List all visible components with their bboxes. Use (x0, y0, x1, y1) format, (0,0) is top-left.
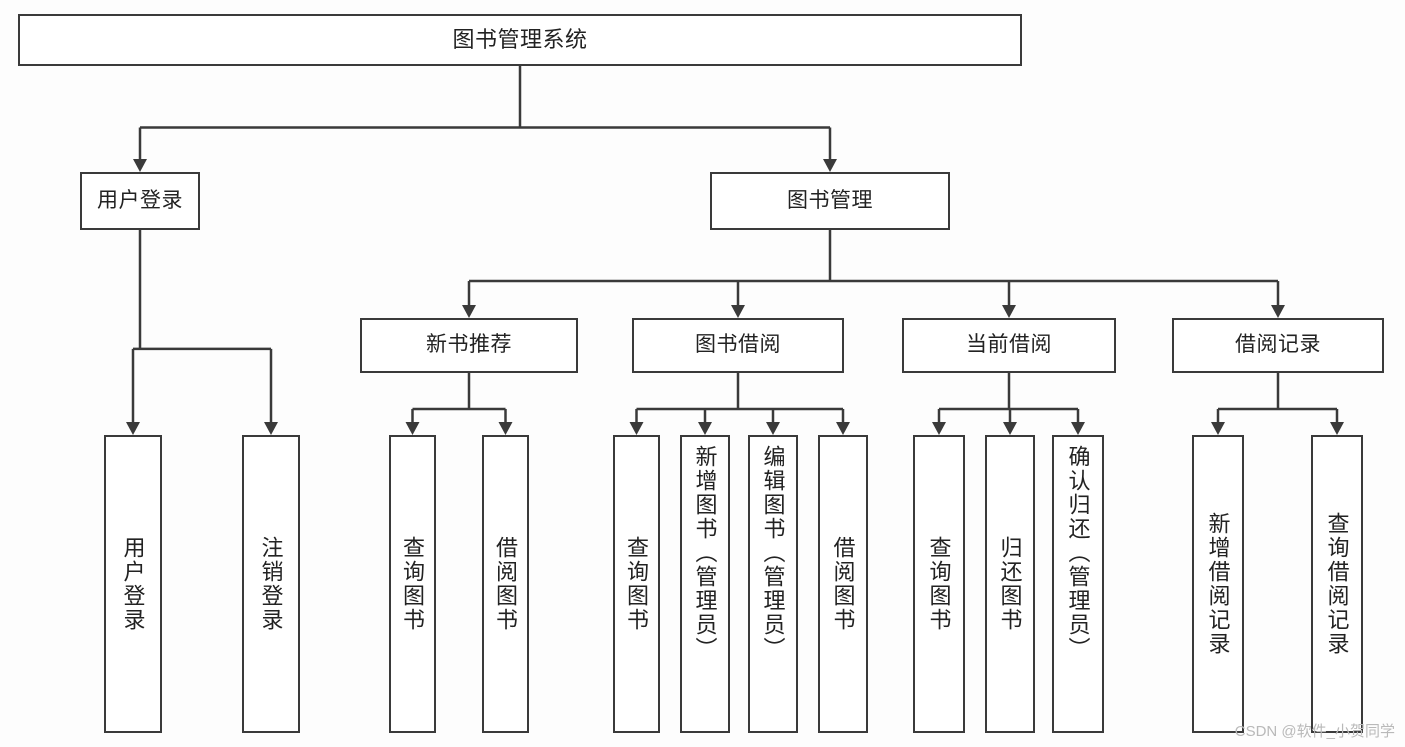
node-user-login[interactable]: 用户登录 (80, 172, 200, 230)
node-leaf-query-book-c[interactable]: 查询图书 (913, 435, 965, 733)
node-label: 查询图书 (926, 536, 952, 632)
node-label: 查询图书 (400, 536, 426, 632)
node-label: 图书管理 (787, 188, 873, 212)
node-label: 借阅图书 (830, 536, 856, 632)
node-label: 借阅图书 (493, 536, 519, 632)
node-label: 编辑图书（管理员） (760, 445, 786, 661)
node-leaf-query-book-b[interactable]: 查询图书 (613, 435, 660, 733)
node-label: 新增图书（管理员） (692, 445, 718, 661)
node-book-manage[interactable]: 图书管理 (710, 172, 950, 230)
node-label: 图书借阅 (695, 333, 781, 357)
node-book-borrow[interactable]: 图书借阅 (632, 318, 844, 373)
node-leaf-logout[interactable]: 注销登录 (242, 435, 300, 733)
node-leaf-edit-book[interactable]: 编辑图书（管理员） (748, 435, 798, 733)
node-leaf-user-login[interactable]: 用户登录 (104, 435, 162, 733)
node-label: 查询图书 (624, 536, 650, 632)
node-leaf-add-book[interactable]: 新增图书（管理员） (680, 435, 730, 733)
node-root[interactable]: 图书管理系统 (18, 14, 1022, 66)
node-leaf-confirm-return[interactable]: 确认归还（管理员） (1052, 435, 1104, 733)
node-label: 查询借阅记录 (1324, 512, 1350, 656)
node-leaf-borrow-book-b[interactable]: 借阅图书 (818, 435, 868, 733)
watermark: CSDN @软件_小贺同学 (1234, 723, 1395, 740)
node-leaf-query-record[interactable]: 查询借阅记录 (1311, 435, 1363, 733)
node-label: 注销登录 (258, 536, 284, 632)
node-borrow-record[interactable]: 借阅记录 (1172, 318, 1384, 373)
node-leaf-query-book-a[interactable]: 查询图书 (389, 435, 436, 733)
node-new-book-recommend[interactable]: 新书推荐 (360, 318, 578, 373)
node-label: 图书管理系统 (452, 27, 588, 53)
node-current-borrow[interactable]: 当前借阅 (902, 318, 1116, 373)
node-label: 确认归还（管理员） (1065, 445, 1091, 661)
node-label: 当前借阅 (966, 333, 1052, 357)
node-label: 新增借阅记录 (1205, 512, 1231, 656)
node-label: 借阅记录 (1235, 333, 1321, 357)
node-label: 用户登录 (97, 188, 183, 212)
node-leaf-add-record[interactable]: 新增借阅记录 (1192, 435, 1244, 733)
node-label: 新书推荐 (426, 333, 512, 357)
node-leaf-borrow-book-a[interactable]: 借阅图书 (482, 435, 529, 733)
node-label: 用户登录 (120, 536, 146, 632)
node-leaf-return-book[interactable]: 归还图书 (985, 435, 1035, 733)
node-label: 归还图书 (997, 536, 1023, 632)
